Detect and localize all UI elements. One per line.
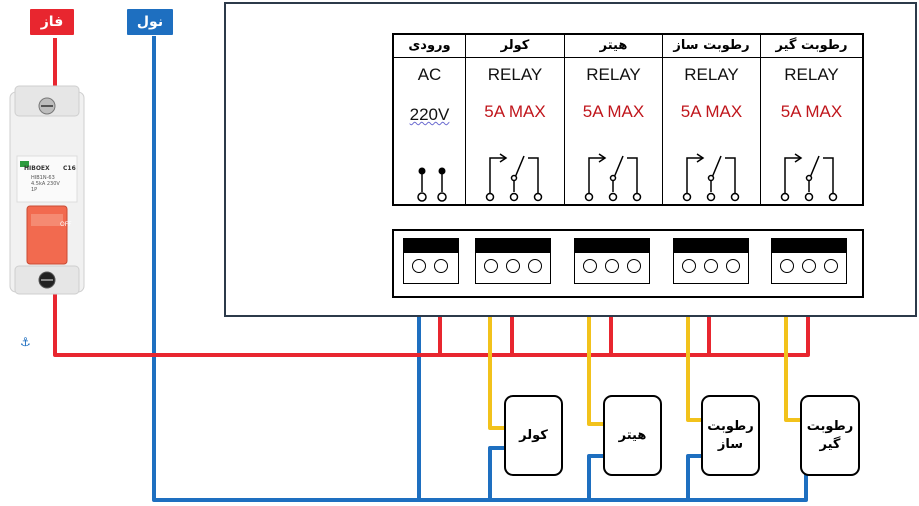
terminal-screw <box>682 259 696 273</box>
neutral-main-wire <box>152 36 808 502</box>
terminal-screw <box>780 259 794 273</box>
column-header: ورودی <box>394 35 465 58</box>
breaker-switch-label: OFF <box>60 221 72 228</box>
input-terminal <box>403 238 459 284</box>
relay-contact-symbol <box>682 153 740 202</box>
column-header: هیتر <box>565 35 662 58</box>
terminal-screw <box>704 259 718 273</box>
signal-cooler-wire <box>488 268 506 430</box>
dehumidifier-device: رطوبت گیر <box>800 395 860 476</box>
phase-label: فاز <box>30 9 74 35</box>
breaker-indicator <box>20 161 29 167</box>
column-heater: هیتر RELAY 5A MAX <box>565 35 663 204</box>
dehumidifier-terminal <box>771 238 847 284</box>
terminal-screw <box>605 259 619 273</box>
neutral-cooler-wire <box>488 446 506 500</box>
heater-terminal <box>574 238 650 284</box>
relay-contact-symbol <box>485 153 543 202</box>
column-humidifier: رطوبت ساز RELAY 5A MAX <box>663 35 761 204</box>
terminal-screw <box>824 259 838 273</box>
breaker-rating: C16 <box>63 165 76 172</box>
terminal-screw <box>627 259 641 273</box>
terminal-screw <box>506 259 520 273</box>
cooler-terminal <box>475 238 551 284</box>
signal-wires <box>488 268 802 430</box>
input-voltage-label: 220V <box>409 105 450 124</box>
breaker-model: HIB1N-63 4.5kA 230V 1P <box>31 175 60 193</box>
relay-contact-symbol <box>780 153 838 202</box>
current-rating-label: 5A MAX <box>484 102 546 121</box>
terminal-screw <box>802 259 816 273</box>
relay-contact-symbol <box>584 153 642 202</box>
cooler-device: کولر <box>504 395 563 476</box>
neutral-humidifier-wire <box>686 454 702 500</box>
anchor-icon: ⚓ <box>20 335 31 349</box>
signal-dehumidifier-wire <box>784 268 802 422</box>
circuit-breaker <box>9 85 85 295</box>
input-terminal-symbol <box>417 167 447 202</box>
relay-label: RELAY <box>487 65 543 84</box>
column-header: رطوبت ساز <box>663 35 760 58</box>
spec-table: ورودی AC 220V کولر RELAY 5A MAX هیتر REL… <box>392 33 864 206</box>
neutral-heater-wire <box>587 454 604 500</box>
humidifier-device: رطوبت ساز <box>701 395 760 476</box>
column-dehumidifier: رطوبت گیر RELAY 5A MAX <box>761 35 862 204</box>
signal-humidifier-wire <box>686 268 702 422</box>
column-input: ورودی AC 220V <box>394 35 466 204</box>
terminal-screw <box>434 259 448 273</box>
terminal-screw <box>484 259 498 273</box>
terminal-screw <box>412 259 426 273</box>
column-cooler: کولر RELAY 5A MAX <box>466 35 565 204</box>
relay-label: RELAY <box>784 65 839 84</box>
humidifier-terminal <box>673 238 749 284</box>
signal-heater-wire <box>587 268 604 426</box>
column-header: کولر <box>466 35 564 58</box>
current-rating-label: 5A MAX <box>780 102 843 121</box>
current-rating-label: 5A MAX <box>582 102 645 121</box>
neutral-label: نول <box>127 9 173 35</box>
relay-label: RELAY <box>586 65 641 84</box>
terminal-screw <box>583 259 597 273</box>
input-ac-label: AC <box>417 65 442 84</box>
column-header: رطوبت گیر <box>761 35 862 58</box>
terminal-screw <box>726 259 740 273</box>
current-rating-label: 5A MAX <box>680 102 743 121</box>
terminal-screw <box>528 259 542 273</box>
breaker-brand: HIBOEX <box>24 165 50 172</box>
heater-device: هیتر <box>603 395 662 476</box>
relay-label: RELAY <box>684 65 739 84</box>
